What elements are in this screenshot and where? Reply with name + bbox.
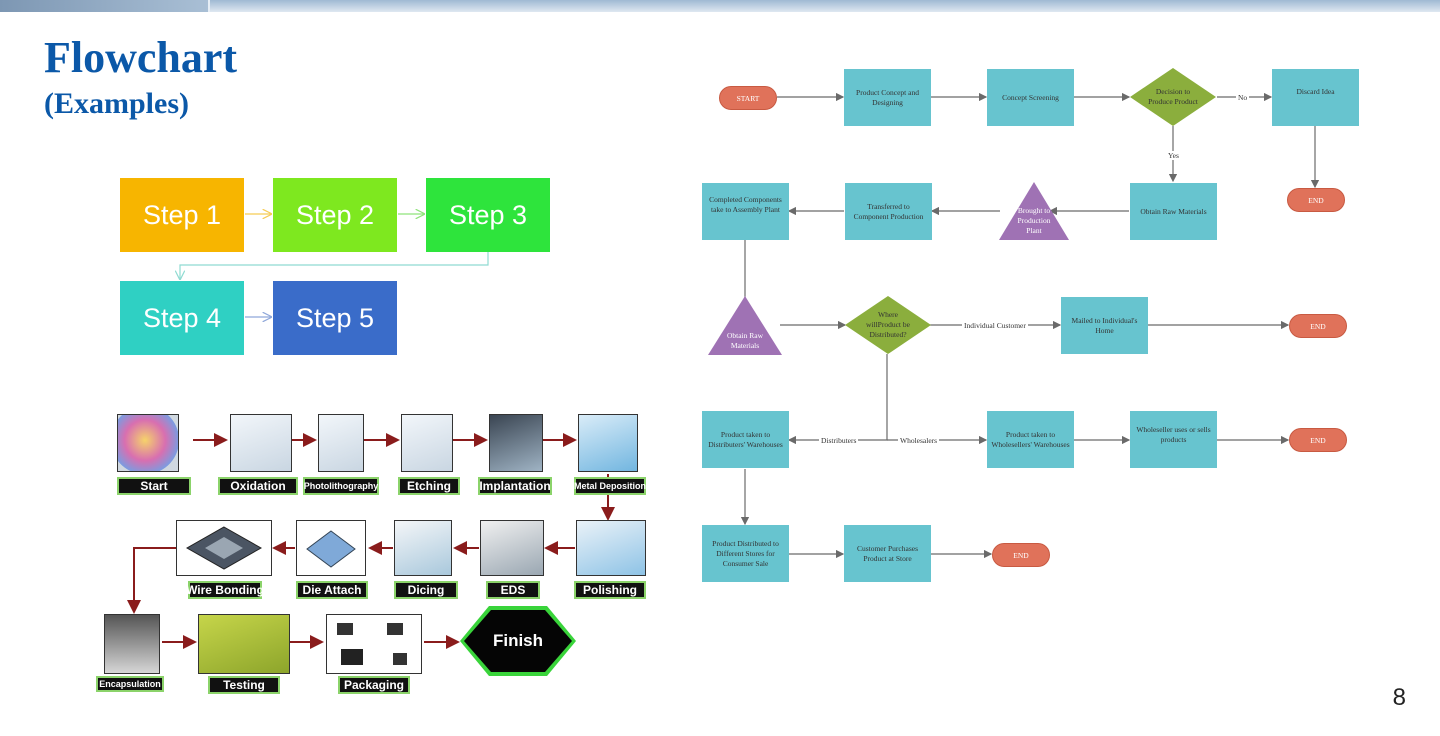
- label-polishing: Polishing: [574, 581, 646, 599]
- label-eds: EDS: [486, 581, 540, 599]
- wafer-image: [117, 414, 179, 472]
- arrow-step3-step4: [180, 252, 489, 279]
- page-number: 8: [1392, 684, 1406, 711]
- end-terminal-discard: END: [1287, 188, 1345, 212]
- yes-label: Yes: [1166, 151, 1181, 160]
- oxidation-image: [230, 414, 292, 472]
- start-terminal: START: [719, 86, 777, 110]
- slide-title: Flowchart: [44, 33, 238, 82]
- step-3-box: Step 3: [426, 178, 550, 252]
- distribution-decision-text: Where willProduct be Distributed?: [866, 310, 910, 339]
- assembly-plant-box: Completed Components take to Assembly Pl…: [702, 183, 789, 240]
- implantation-image: [489, 414, 543, 472]
- label-wire-bonding: Wire Bonding: [186, 581, 264, 599]
- no-label: No: [1236, 93, 1250, 102]
- label-start: Start: [117, 477, 191, 495]
- eds-image: [480, 520, 544, 576]
- stores-consumer-sale-box: Product Distributed to Different Stores …: [702, 525, 789, 582]
- mailed-home-box: Mailed to Individual's Home: [1061, 297, 1148, 354]
- raw-materials-text: Obtain Raw Materials: [726, 331, 764, 350]
- testing-image: [198, 614, 290, 674]
- step-1-box: Step 1: [120, 178, 244, 252]
- production-plant-triangle: Brought to Production Plant: [999, 182, 1069, 240]
- distributers-label: Distributers: [819, 436, 859, 445]
- concept-designing-box: Product Concept and Designing: [844, 69, 931, 126]
- label-encapsulation: Encapsulation: [96, 676, 164, 692]
- encapsulation-image: [104, 614, 160, 674]
- decision-produce-text: Decision to Produce Product: [1148, 87, 1198, 106]
- wholesalers-label: Wholesalers: [898, 436, 940, 445]
- raw-materials-triangle: Obtain Raw Materials: [708, 296, 782, 355]
- die-chip-icon: [306, 530, 356, 568]
- top-banner: [0, 0, 1440, 12]
- end-terminal-store: END: [992, 543, 1050, 567]
- die-attach-image: [296, 520, 366, 576]
- label-dicing: Dicing: [394, 581, 458, 599]
- wholesellers-warehouses-box: Product taken to Wholesellers' Warehouse…: [987, 411, 1074, 468]
- polishing-image: [576, 520, 646, 576]
- obtain-raw-materials-box: Obtain Raw Materials: [1130, 183, 1217, 240]
- packaged-chips-icon: [337, 623, 407, 665]
- header-logo: [0, 0, 210, 12]
- photolithography-image: [318, 414, 364, 472]
- label-etching: Etching: [398, 477, 460, 495]
- packaging-image: [326, 614, 422, 674]
- slide-subtitle: (Examples): [44, 87, 189, 120]
- concept-screening-box: Concept Screening: [987, 69, 1074, 126]
- finish-node: Finish: [460, 606, 576, 676]
- decision-produce-diamond: Decision to Produce Product: [1130, 68, 1216, 126]
- end-terminal-individual: END: [1289, 314, 1347, 338]
- component-production-box: Transferred to Component Production: [845, 183, 932, 240]
- step-5-box: Step 5: [273, 281, 397, 355]
- discard-idea-box: Discard Idea: [1272, 69, 1359, 126]
- label-photolithography: Photolithography: [303, 477, 379, 495]
- label-die-attach: Die Attach: [296, 581, 368, 599]
- wire-bonding-image: [176, 520, 272, 576]
- label-testing: Testing: [208, 676, 280, 694]
- step-2-box: Step 2: [273, 178, 397, 252]
- label-packaging: Packaging: [338, 676, 410, 694]
- distribution-decision-diamond: Where willProduct be Distributed?: [845, 296, 931, 354]
- label-implantation: Implantation: [478, 477, 552, 495]
- production-plant-text: Brought to Production Plant: [1017, 206, 1051, 235]
- end-terminal-wholesale: END: [1289, 428, 1347, 452]
- label-metal-deposition: Metal Deposition: [574, 477, 646, 495]
- step-connectors: [0, 0, 489, 370]
- metal-deposition-image: [578, 414, 638, 472]
- individual-customer-label: Individual Customer: [962, 321, 1028, 330]
- bonded-chip-icon: [185, 526, 263, 570]
- wholeseller-uses-box: Wholeseller uses or sells products: [1130, 411, 1217, 468]
- step-4-box: Step 4: [120, 281, 244, 355]
- customer-purchase-box: Customer Purchases Product at Store: [844, 525, 931, 582]
- label-oxidation: Oxidation: [218, 477, 298, 495]
- etching-image: [401, 414, 453, 472]
- distributers-warehouses-box: Product taken to Distributers' Warehouse…: [702, 411, 789, 468]
- dicing-image: [394, 520, 452, 576]
